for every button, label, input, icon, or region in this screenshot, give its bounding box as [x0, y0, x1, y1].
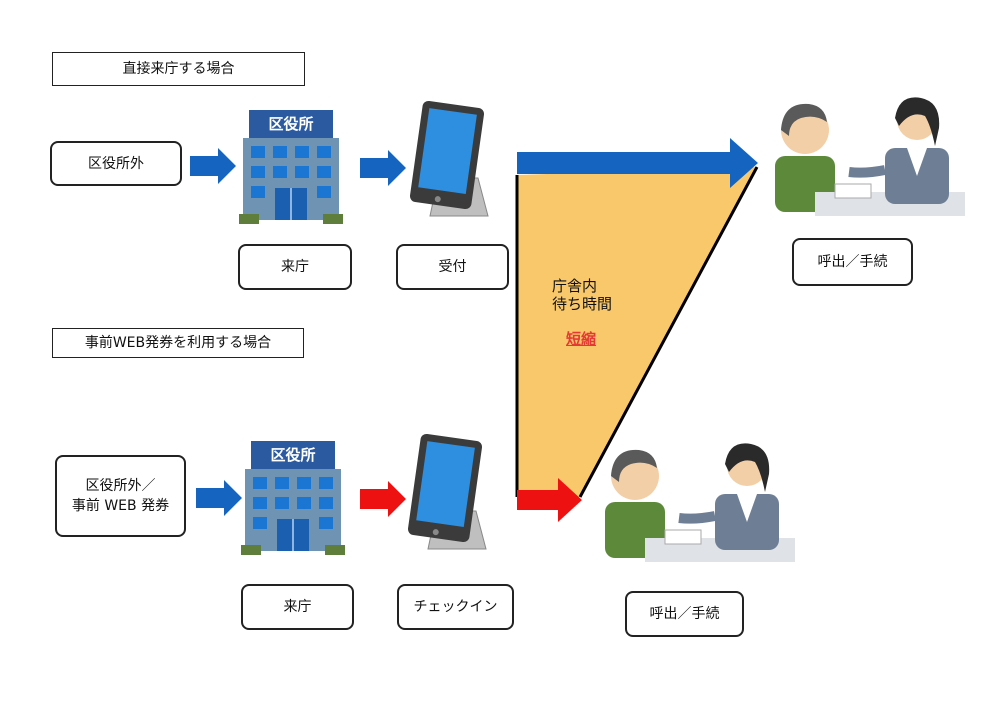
section2-header: 事前WEB発券を利用する場合 — [52, 328, 304, 358]
reception-box: 受付 — [396, 244, 509, 290]
outside-web-ticket-line2: 事前 WEB 発券 — [71, 498, 170, 514]
triangle-diagonal-edge — [578, 166, 759, 498]
checkin-tablet-icon — [406, 432, 487, 550]
section1-header: 直接来庁する場合 — [52, 52, 305, 86]
building-sign-2: 区役所 — [270, 446, 316, 464]
arrow-red-1 — [360, 481, 406, 517]
visit-box-2: 来庁 — [241, 584, 354, 630]
outside-office-box: 区役所外 — [50, 141, 182, 186]
outside-web-ticket-box: 区役所外／ 事前 WEB 発券 — [55, 455, 186, 537]
consultation-people-icon-2 — [605, 443, 795, 562]
outside-web-ticket-line1: 区役所外／ — [85, 478, 156, 494]
shorten-label: 短縮 — [566, 330, 597, 348]
wait-time-triangle — [517, 167, 757, 497]
wait-time-label: 庁舎内 待ち時間 — [552, 277, 612, 313]
call-procedure-box-2: 呼出／手続 — [625, 591, 744, 637]
call-procedure-box: 呼出／手続 — [792, 238, 913, 286]
consultation-people-icon — [775, 97, 965, 216]
visit-box: 来庁 — [238, 244, 352, 290]
short-red-arrow — [517, 478, 582, 522]
checkin-box: チェックイン — [397, 584, 514, 630]
long-blue-arrow — [517, 138, 758, 188]
building-sign: 区役所 — [268, 115, 314, 133]
arrow-blue-1 — [190, 148, 236, 184]
wait-time-line2: 待ち時間 — [552, 295, 613, 313]
reception-tablet-icon — [408, 99, 489, 217]
arrow-blue-2 — [360, 150, 406, 186]
arrow-blue-3 — [196, 480, 242, 516]
wait-time-line1: 庁舎内 — [552, 277, 598, 295]
